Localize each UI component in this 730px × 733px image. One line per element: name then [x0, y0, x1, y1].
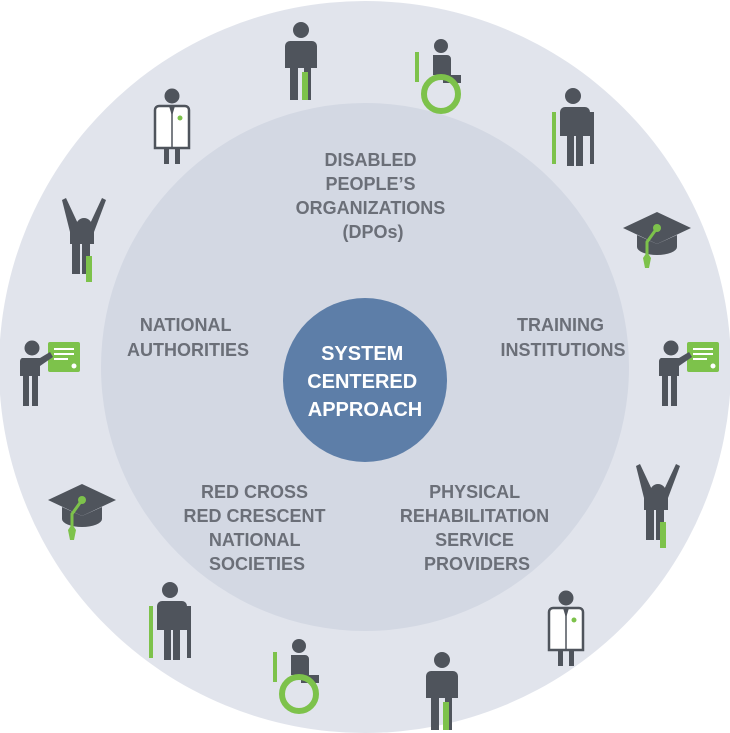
- label-training-institutions: TRAINING INSTITUTIONS: [501, 315, 626, 360]
- label-red-cross: RED CROSS RED CRESCENT NATIONAL SOCIETIE…: [183, 482, 330, 574]
- label-national-authorities: NATIONAL AUTHORITIES: [127, 315, 249, 360]
- center-label: SYSTEM CENTERED APPROACH: [307, 343, 423, 421]
- center-circle: [283, 298, 447, 462]
- label-service-providers: PHYSICAL REHABILITATION SERVICE PROVIDER…: [400, 482, 554, 574]
- label-dpos: DISABLED PEOPLE’S ORGANIZATIONS (DPOs): [296, 150, 451, 242]
